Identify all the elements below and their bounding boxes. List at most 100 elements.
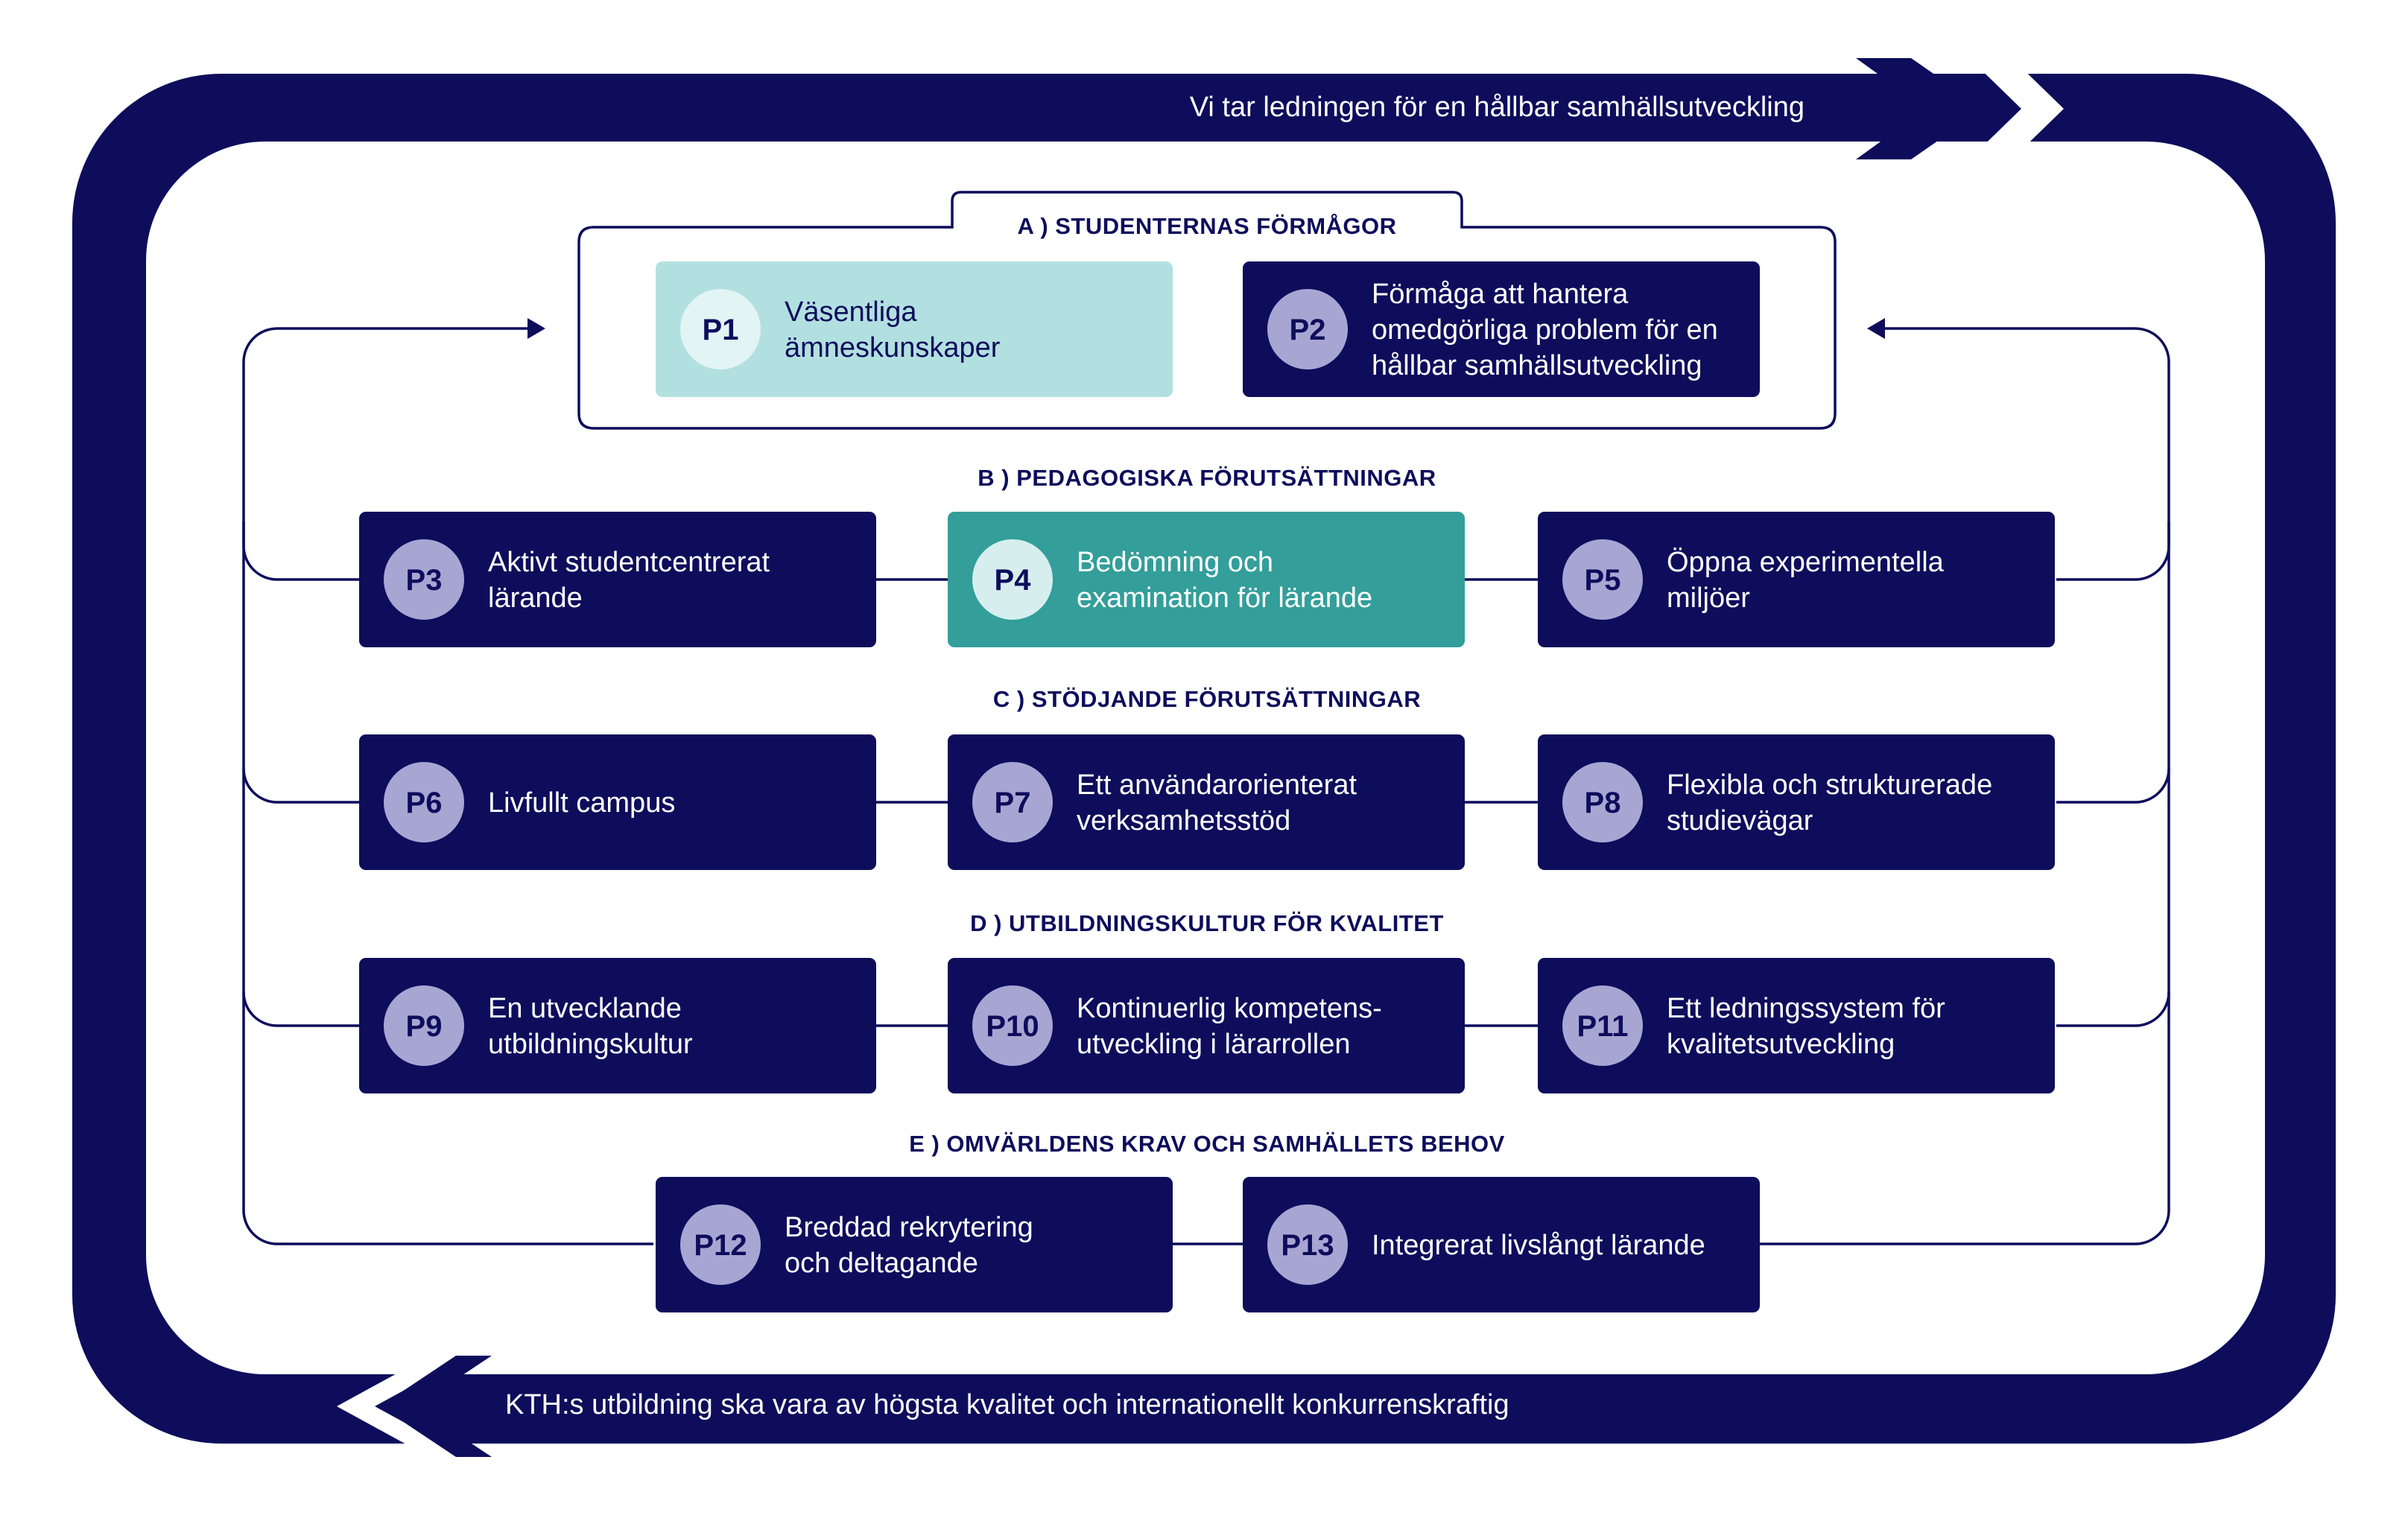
card-p9-box xyxy=(359,958,876,1093)
card-p7: P7 Ett användarorienterat verksamhetsstöd xyxy=(948,734,1465,870)
left-rail-lower xyxy=(242,521,653,1245)
card-p1-line-2: ämneskunskaper xyxy=(785,332,1001,363)
card-p8-id: P8 xyxy=(1585,787,1621,819)
left-tap-p9 xyxy=(242,991,359,1027)
section-title-e: E ) OMVÄRLDENS KRAV OCH SAMHÄLLETS BEHOV xyxy=(909,1131,1505,1157)
bottom-arrow-point xyxy=(380,1356,492,1457)
card-p10-box xyxy=(948,958,1465,1093)
card-p5-badge xyxy=(1562,539,1643,620)
top-arrow-notch xyxy=(1940,30,2064,188)
card-p1-badge xyxy=(680,289,761,369)
card-p2: P2 Förmåga att hantera omedgörliga problem… xyxy=(1243,261,1760,397)
right-arrowhead xyxy=(1867,318,1885,339)
section-title-b: B ) PEDAGOGISKA FÖRUTSÄTTNINGAR xyxy=(978,465,1436,491)
card-p1-id: P1 xyxy=(703,314,739,346)
card-p3-box xyxy=(359,512,876,647)
card-p11-line-1: Ett ledningssystem för xyxy=(1667,993,1945,1024)
right-tap-p11 xyxy=(2056,991,2170,1027)
card-p12-line-1: Breddad rekrytering xyxy=(785,1212,1033,1243)
card-p11-id: P11 xyxy=(1577,1010,1629,1043)
card-p12-box xyxy=(656,1177,1173,1312)
card-p8-line-2: studievägar xyxy=(1667,805,1813,836)
principle-cards: P1 Väsentliga ämneskunskaper P2 Förmåga att … xyxy=(359,261,2055,1312)
card-p6-box xyxy=(359,734,876,870)
card-p13-id: P13 xyxy=(1281,1229,1334,1262)
section-title-d: D ) UTBILDNINGSKULTUR FÖR KVALITET xyxy=(970,910,1444,936)
left-tap-p6 xyxy=(242,768,359,804)
outer-loop: Vi tar ledningen för en hållbar samhälls… xyxy=(72,30,2336,1457)
card-p10-id: P10 xyxy=(986,1010,1039,1043)
card-p7-line-2: verksamhetsstöd xyxy=(1077,805,1290,836)
card-p12-line-2: och deltagande xyxy=(785,1248,978,1279)
card-p1: P1 Väsentliga ämneskunskaper xyxy=(656,261,1173,397)
card-p2-line-3: hållbar samhällsutveckling xyxy=(1372,350,1702,381)
card-p12: P12 Breddad rekrytering och deltagande xyxy=(656,1177,1173,1312)
card-p8-box xyxy=(1538,734,2055,870)
card-p1-box xyxy=(656,261,1173,397)
card-p9-badge xyxy=(384,985,464,1066)
card-p2-id: P2 xyxy=(1290,314,1326,346)
top-loop-label: Vi tar ledningen för en hållbar samhälls… xyxy=(1190,92,1805,123)
card-p11-line-2: kvalitetsutveckling xyxy=(1667,1029,1895,1060)
card-p10-line-1: Kontinuerlig kompetens- xyxy=(1077,993,1382,1024)
card-p4-line-1: Bedömning och xyxy=(1077,547,1273,578)
card-p11-box xyxy=(1538,958,2055,1093)
card-p7-line-1: Ett användarorienterat xyxy=(1077,769,1357,801)
card-p4: P4 Bedömning och examination för lärande xyxy=(948,512,1465,647)
card-p5-line-1: Öppna experimentella xyxy=(1667,547,1945,578)
card-p11-badge xyxy=(1562,985,1643,1066)
card-p4-box xyxy=(948,512,1465,647)
card-p7-id: P7 xyxy=(995,787,1031,819)
card-p13: P13 Integrerat livslångt lärande xyxy=(1243,1177,1760,1312)
left-feedback-line xyxy=(242,327,533,581)
card-p3-line-2: lärande xyxy=(488,582,583,614)
bottom-loop-label: KTH:s utbildning ska vara av högsta kval… xyxy=(505,1389,1509,1420)
card-p6-badge xyxy=(384,762,464,842)
bottom-arrow-notch xyxy=(337,1363,454,1450)
card-p13-box xyxy=(1243,1177,1760,1312)
card-p11: P11 Ett ledningssystem för kvalitetsutveck… xyxy=(1538,958,2055,1093)
card-p3-id: P3 xyxy=(406,564,443,597)
card-p13-badge xyxy=(1267,1204,1348,1285)
card-p6-id: P6 xyxy=(406,787,443,819)
card-p12-badge xyxy=(680,1204,761,1285)
connectors xyxy=(242,327,2170,1245)
top-arrow-point xyxy=(1856,58,1984,159)
card-p10-line-2: utveckling i lärarrollen xyxy=(1077,1029,1351,1060)
card-p2-box xyxy=(1243,261,1760,397)
card-p7-badge xyxy=(972,762,1053,842)
card-p5: P5 Öppna experimentella miljöer xyxy=(1538,512,2055,647)
card-p9-line-1: En utvecklande xyxy=(488,993,682,1024)
left-arrowhead xyxy=(527,318,545,339)
card-p2-line-2: omedgörliga problem för en xyxy=(1372,314,1718,346)
card-p7-box xyxy=(948,734,1465,870)
card-p5-id: P5 xyxy=(1585,564,1621,597)
card-p4-badge xyxy=(972,539,1053,620)
card-p8: P8 Flexibla och strukturerade studievägar xyxy=(1538,734,2055,870)
card-p5-box xyxy=(1538,512,2055,647)
card-p5-line-2: miljöer xyxy=(1667,582,1750,614)
card-p4-line-2: examination för lärande xyxy=(1077,582,1372,614)
card-p6-line-1: Livfullt campus xyxy=(488,787,675,819)
right-feedback-line xyxy=(1876,327,2170,581)
card-p10-badge xyxy=(972,985,1053,1066)
section-title-a: A ) STUDENTERNAS FÖRMÅGOR xyxy=(1017,213,1396,239)
card-p8-badge xyxy=(1562,762,1643,842)
card-p6: P6 Livfullt campus xyxy=(359,734,876,870)
card-p4-id: P4 xyxy=(995,564,1032,597)
card-p10: P10 Kontinuerlig kompetens-utveckling i l… xyxy=(948,958,1465,1093)
card-p1-line-1: Väsentliga xyxy=(785,296,917,328)
card-p13-line-1: Integrerat livslångt lärande xyxy=(1372,1230,1705,1261)
card-p3-badge xyxy=(384,539,464,620)
card-p2-line-1: Förmåga att hantera xyxy=(1372,279,1629,310)
card-p12-id: P12 xyxy=(694,1229,747,1262)
right-tap-p8 xyxy=(2056,768,2170,804)
card-p2-badge xyxy=(1267,289,1348,369)
card-p8-line-1: Flexibla och strukturerade xyxy=(1667,769,1992,801)
section-title-c: C ) STÖDJANDE FÖRUTSÄTTNINGAR xyxy=(993,686,1421,712)
right-rail-lower xyxy=(1760,521,2170,1245)
card-p9-line-2: utbildningskultur xyxy=(488,1029,693,1060)
